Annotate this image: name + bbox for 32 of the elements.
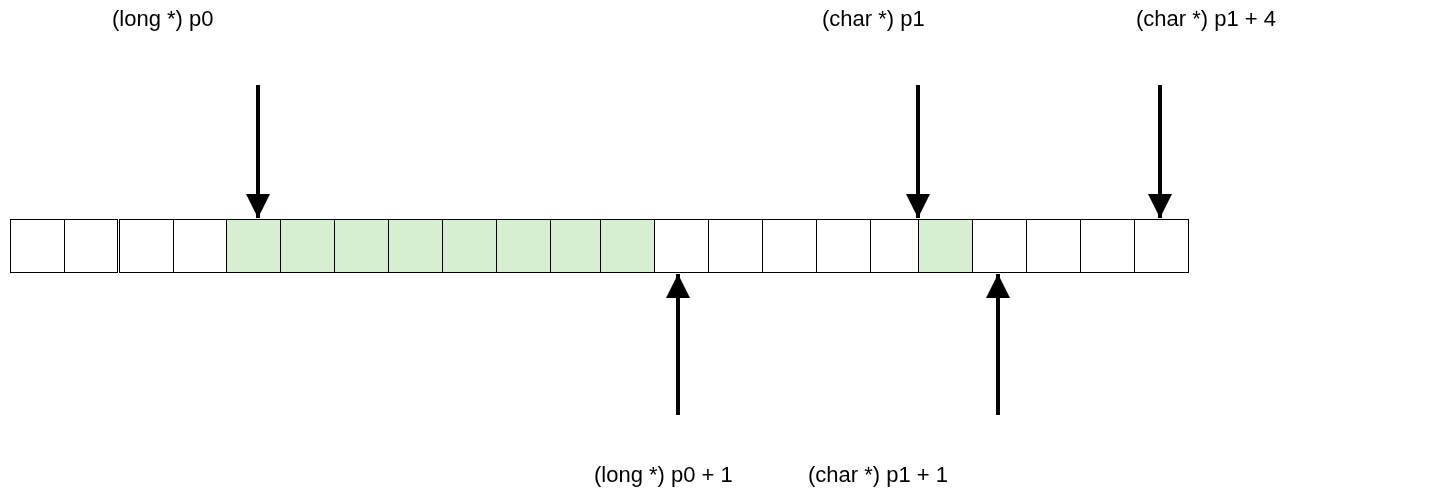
pointer-label: (char *) p1 + 4: [1136, 6, 1318, 85]
memory-cell: [1026, 219, 1081, 273]
memory-cell: [654, 219, 709, 273]
pointer-label: (long *) p0: [112, 6, 262, 85]
memory-cell: [119, 219, 174, 273]
memory-cell: [496, 219, 551, 273]
memory-cell: [918, 219, 973, 273]
memory-cell: [870, 219, 919, 273]
pointer-label: (char *) p1: [822, 6, 964, 85]
arrow: [986, 274, 1010, 415]
memory-cell: [708, 219, 763, 273]
memory-cell: [1134, 219, 1189, 273]
arrow: [906, 85, 930, 218]
memory-cell: [388, 219, 443, 273]
pointer-label: (char *) p1 + 1: [808, 415, 1002, 488]
memory-cell: [173, 219, 227, 273]
memory-cell: [762, 219, 817, 273]
arrow: [1148, 85, 1172, 218]
arrow: [666, 274, 690, 415]
memory-cell: [64, 219, 118, 273]
pointer-label: (long *) p0 + 1: [594, 415, 764, 488]
memory-cell: [10, 219, 65, 273]
memory-cell: [280, 219, 335, 273]
memory-cell: [816, 219, 871, 273]
memory-cell: [600, 219, 655, 273]
memory-cell: [334, 219, 389, 273]
memory-cell: [442, 219, 497, 273]
memory-cell: [1080, 219, 1135, 273]
memory-cell: [226, 219, 281, 273]
memory-cell: [550, 219, 601, 273]
arrow: [246, 85, 270, 218]
memory-cell: [972, 219, 1027, 273]
